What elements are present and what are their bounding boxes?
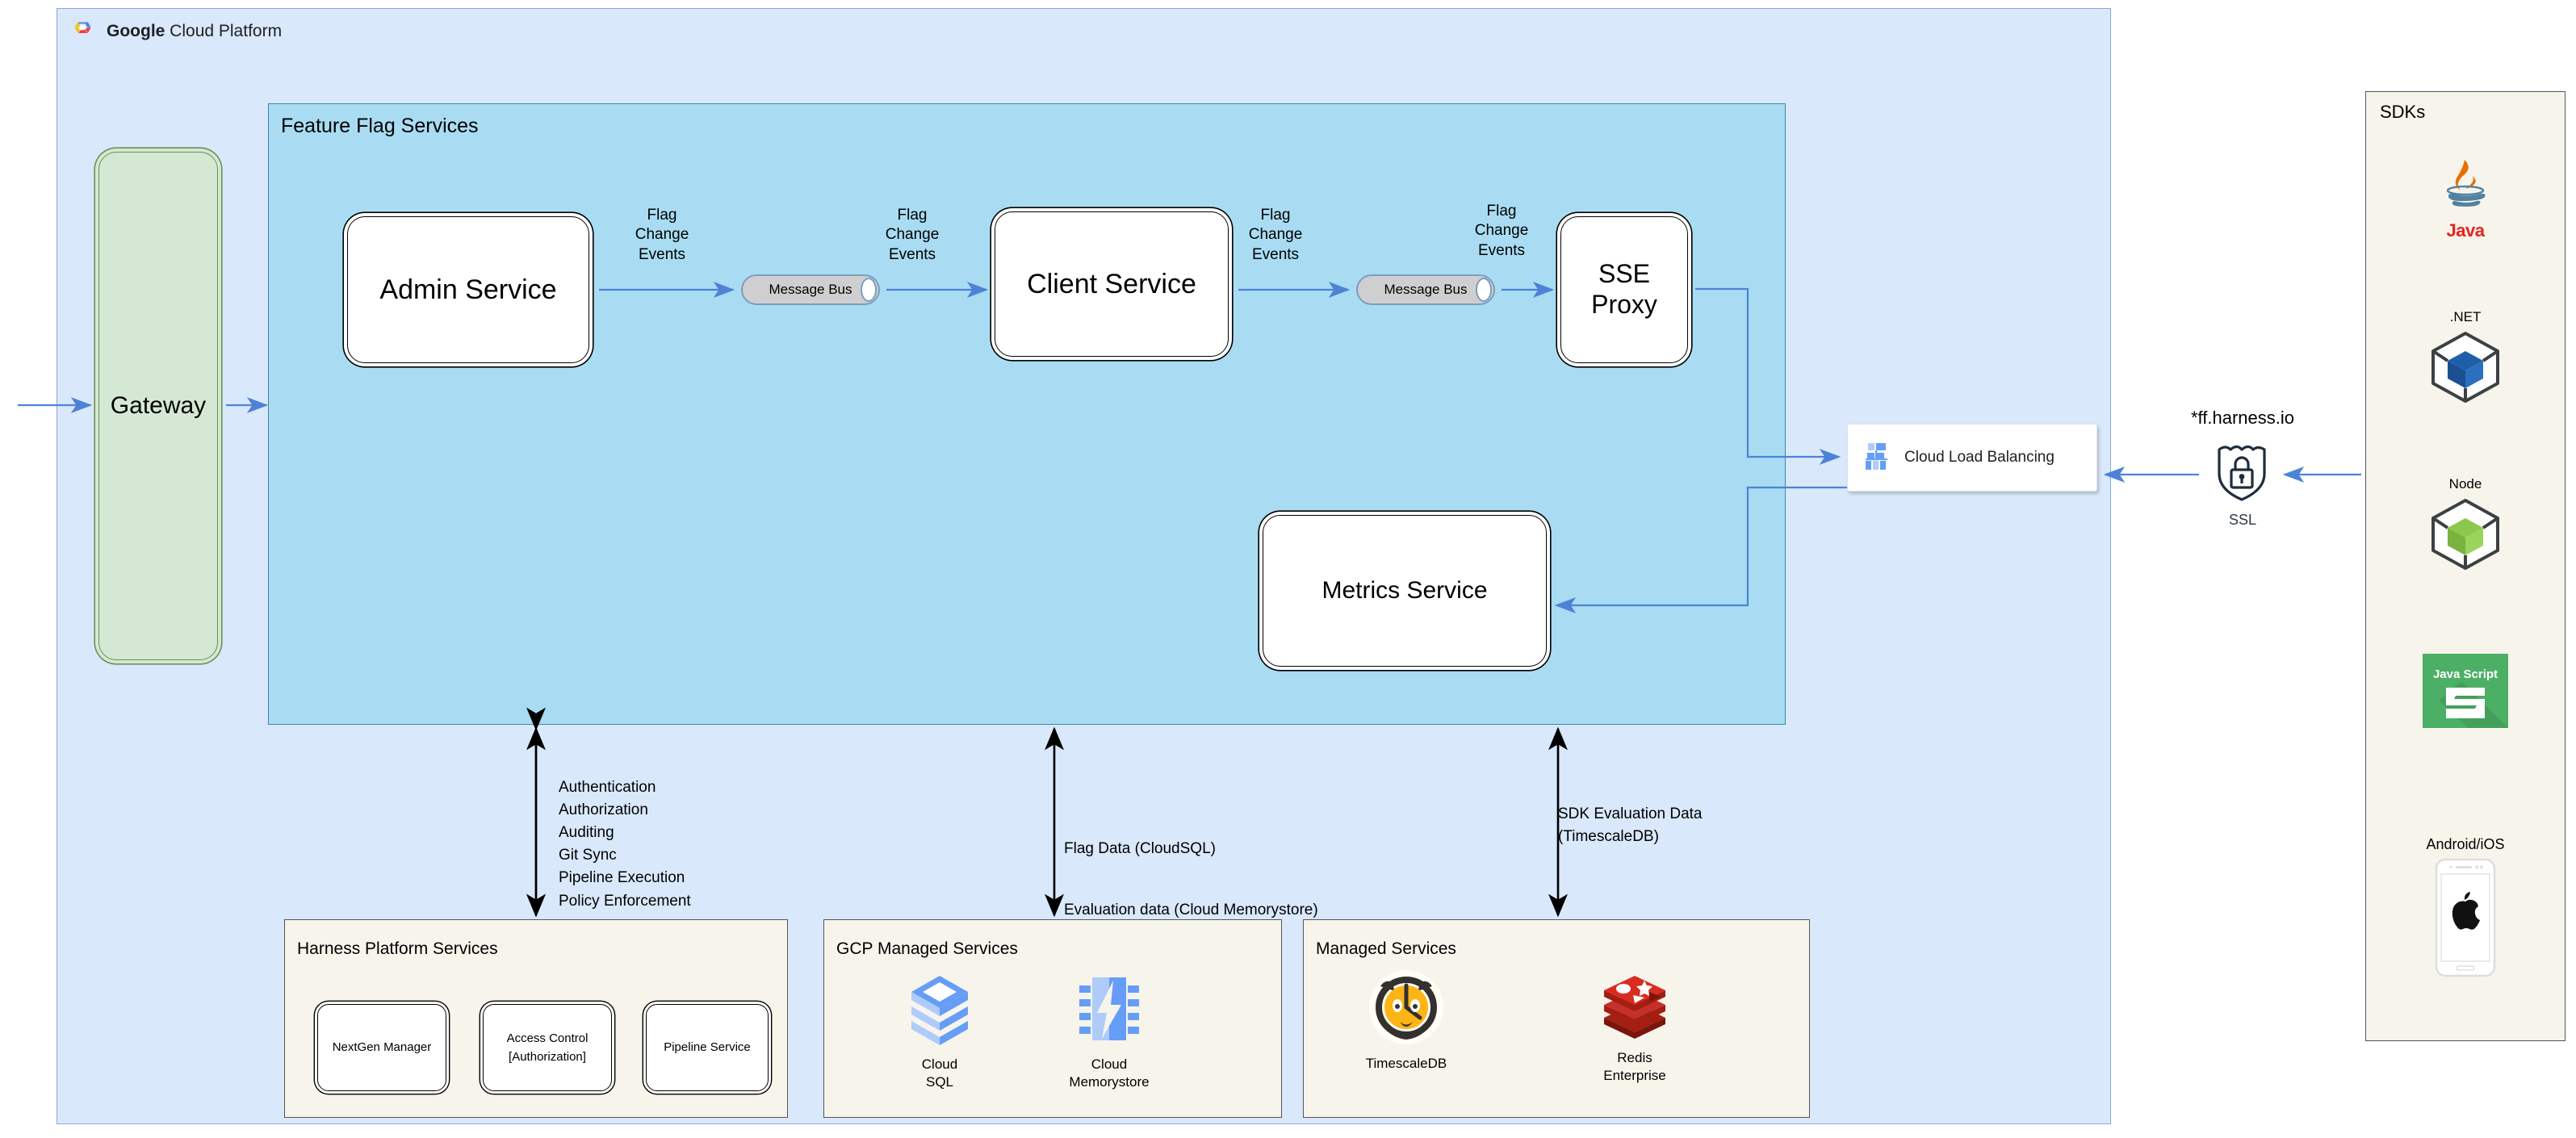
node-cube-icon [2428,499,2503,575]
cloud-sql-icon [905,976,974,1050]
cloud-memorystore-icon [1073,977,1146,1050]
javascript-sdk-item[interactable]: Java Script [2365,654,2566,732]
harness-domain-label: *ff.harness.io [2190,408,2294,428]
sse-proxy-box[interactable]: SSE Proxy [1560,216,1688,363]
ssl-label: SSL [2228,512,2257,528]
message-bus-1[interactable]: Message Bus [741,274,880,305]
edge-label-flag-change-events-1: Flag Change Events [635,207,689,263]
nextgen-manager-box[interactable]: NextGen Manager [317,1004,446,1091]
dotnet-sdk-item[interactable]: .NET [2365,309,2566,408]
message-bus-1-label: Message Bus [769,282,852,297]
message-bus-2[interactable]: Message Bus [1356,274,1495,305]
platform-title-bold: Google [107,22,165,40]
feature-flag-services-title: Feature Flag Services [281,115,479,137]
redis-enterprise-item[interactable]: Redis Enterprise [1574,973,1695,1085]
managed-services-title: Managed Services [1316,939,1456,958]
java-logo-icon [2434,160,2497,220]
feature-flag-services-container [268,103,1786,725]
connector-note-managed: SDK Evaluation Data (TimescaleDB) [1558,805,1703,845]
mobile-sdk-item[interactable]: Android/iOS [2365,836,2566,981]
java-wordmark: Java [2446,220,2485,241]
metrics-service-box[interactable]: Metrics Service [1263,515,1547,667]
client-service-label: Client Service [1027,268,1196,299]
admin-service-label: Admin Service [379,274,557,305]
connector-note-gcp: Flag Data (CloudSQL) Evaluation data (Cl… [1064,803,1403,956]
dotnet-cube-icon [2428,332,2503,408]
mobile-sdk-caption: Android/iOS [2426,836,2505,852]
edge-label-flag-change-events-2: Flag Change Events [885,207,940,263]
timescaledb-item[interactable]: TimescaleDB [1342,969,1471,1073]
client-service-box[interactable]: Client Service [995,211,1229,357]
connector-note-gcp-line1: Flag Data (CloudSQL) [1064,840,1216,857]
admin-service-box[interactable]: Admin Service [347,216,589,363]
platform-title-rest: Cloud Platform [165,22,283,40]
harness-platform-services-title: Harness Platform Services [297,939,498,958]
pipeline-service-label: Pipeline Service [664,1040,751,1055]
cloud-load-balancing-card[interactable]: Cloud Load Balancing [1847,424,2097,492]
gateway-box[interactable]: Gateway [98,152,218,660]
phone-apple-icon [2435,858,2496,981]
pipeline-service-box[interactable]: Pipeline Service [646,1004,769,1091]
javascript-logo-icon: Java Script [2423,654,2508,731]
redis-stack-icon [1599,976,1670,1044]
cloud-memorystore-label: Cloud Memorystore [1069,1056,1150,1090]
access-control-label: Access Control [Authorization] [506,1031,589,1064]
platform-header: Google Cloud Platform [71,18,410,45]
access-control-box[interactable]: Access Control [Authorization] [483,1004,612,1091]
java-sdk-item[interactable]: Java [2365,158,2566,241]
metrics-service-label: Metrics Service [1322,577,1488,605]
gateway-label: Gateway [110,392,207,419]
sse-proxy-label: SSE Proxy [1591,259,1657,319]
timescaledb-tiger-icon [1368,970,1445,1049]
svg-text:Java Script: Java Script [2433,667,2498,681]
node-sdk-item[interactable]: Node [2365,476,2566,575]
gcp-managed-services-panel [823,919,1282,1118]
cloud-sql-item[interactable]: Cloud SQL [883,973,996,1091]
timescaledb-label: TimescaleDB [1365,1056,1447,1071]
cloud-sql-label: Cloud SQL [921,1056,958,1090]
cloud-load-balancing-label: Cloud Load Balancing [1904,449,2055,466]
google-cloud-logo-icon [71,19,95,45]
cloud-load-balancing-icon [1862,440,1895,476]
edge-label-flag-change-events-3: Flag Change Events [1248,207,1303,263]
node-sdk-caption: Node [2448,476,2482,492]
connector-note-harness: Authentication Authorization Auditing Gi… [559,779,691,910]
ssl-shield-lock-icon [2209,440,2274,504]
sdks-title: SDKs [2380,102,2426,122]
dotnet-sdk-caption: .NET [2449,309,2482,324]
platform-title: Google Cloud Platform [107,22,282,41]
message-bus-2-label: Message Bus [1384,282,1468,297]
redis-enterprise-label: Redis Enterprise [1603,1050,1666,1084]
cloud-memorystore-item[interactable]: Cloud Memorystore [1045,973,1174,1091]
nextgen-manager-label: NextGen Manager [332,1040,432,1055]
gcp-managed-services-title: GCP Managed Services [836,939,1018,958]
connector-note-gcp-line2: Evaluation data (Cloud Memorystore) [1064,902,1318,918]
edge-label-flag-change-events-4: Flag Change Events [1474,203,1529,259]
